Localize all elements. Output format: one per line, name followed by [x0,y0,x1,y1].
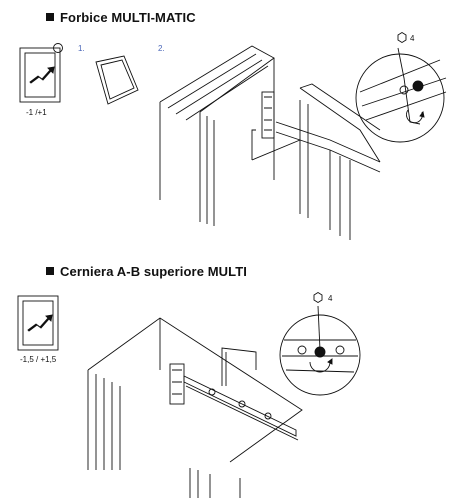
section-title-forbice: Forbice MULTI-MATIC [46,10,196,25]
step-1-label: 1. [78,44,85,53]
section-title-cerniera: Cerniera A-B superiore MULTI [46,264,247,279]
detail-circle-1 [355,47,447,143]
adjust-range-label-1: -1 /+1 [26,108,47,117]
allen-key-hex-icon [397,31,407,44]
adjust-window-icon [17,295,59,351]
allen-key-hex-icon [313,291,323,304]
forbice-drawing [159,45,381,240]
cerniera-drawing [87,317,303,498]
section-title-text: Cerniera A-B superiore MULTI [60,264,247,279]
adjust-range-label-2: -1,5 / +1,5 [20,355,57,364]
allen-key-size-label-2: 4 [328,294,333,303]
adjust-window-icon [19,43,63,103]
window-tilt-icon [95,55,139,105]
step-2-label: 2. [158,44,165,53]
allen-key-size-label-1: 4 [410,34,415,43]
detail-circle-2 [279,305,361,396]
section-title-text: Forbice MULTI-MATIC [60,10,196,25]
square-bullet-icon [46,267,54,275]
square-bullet-icon [46,13,54,21]
